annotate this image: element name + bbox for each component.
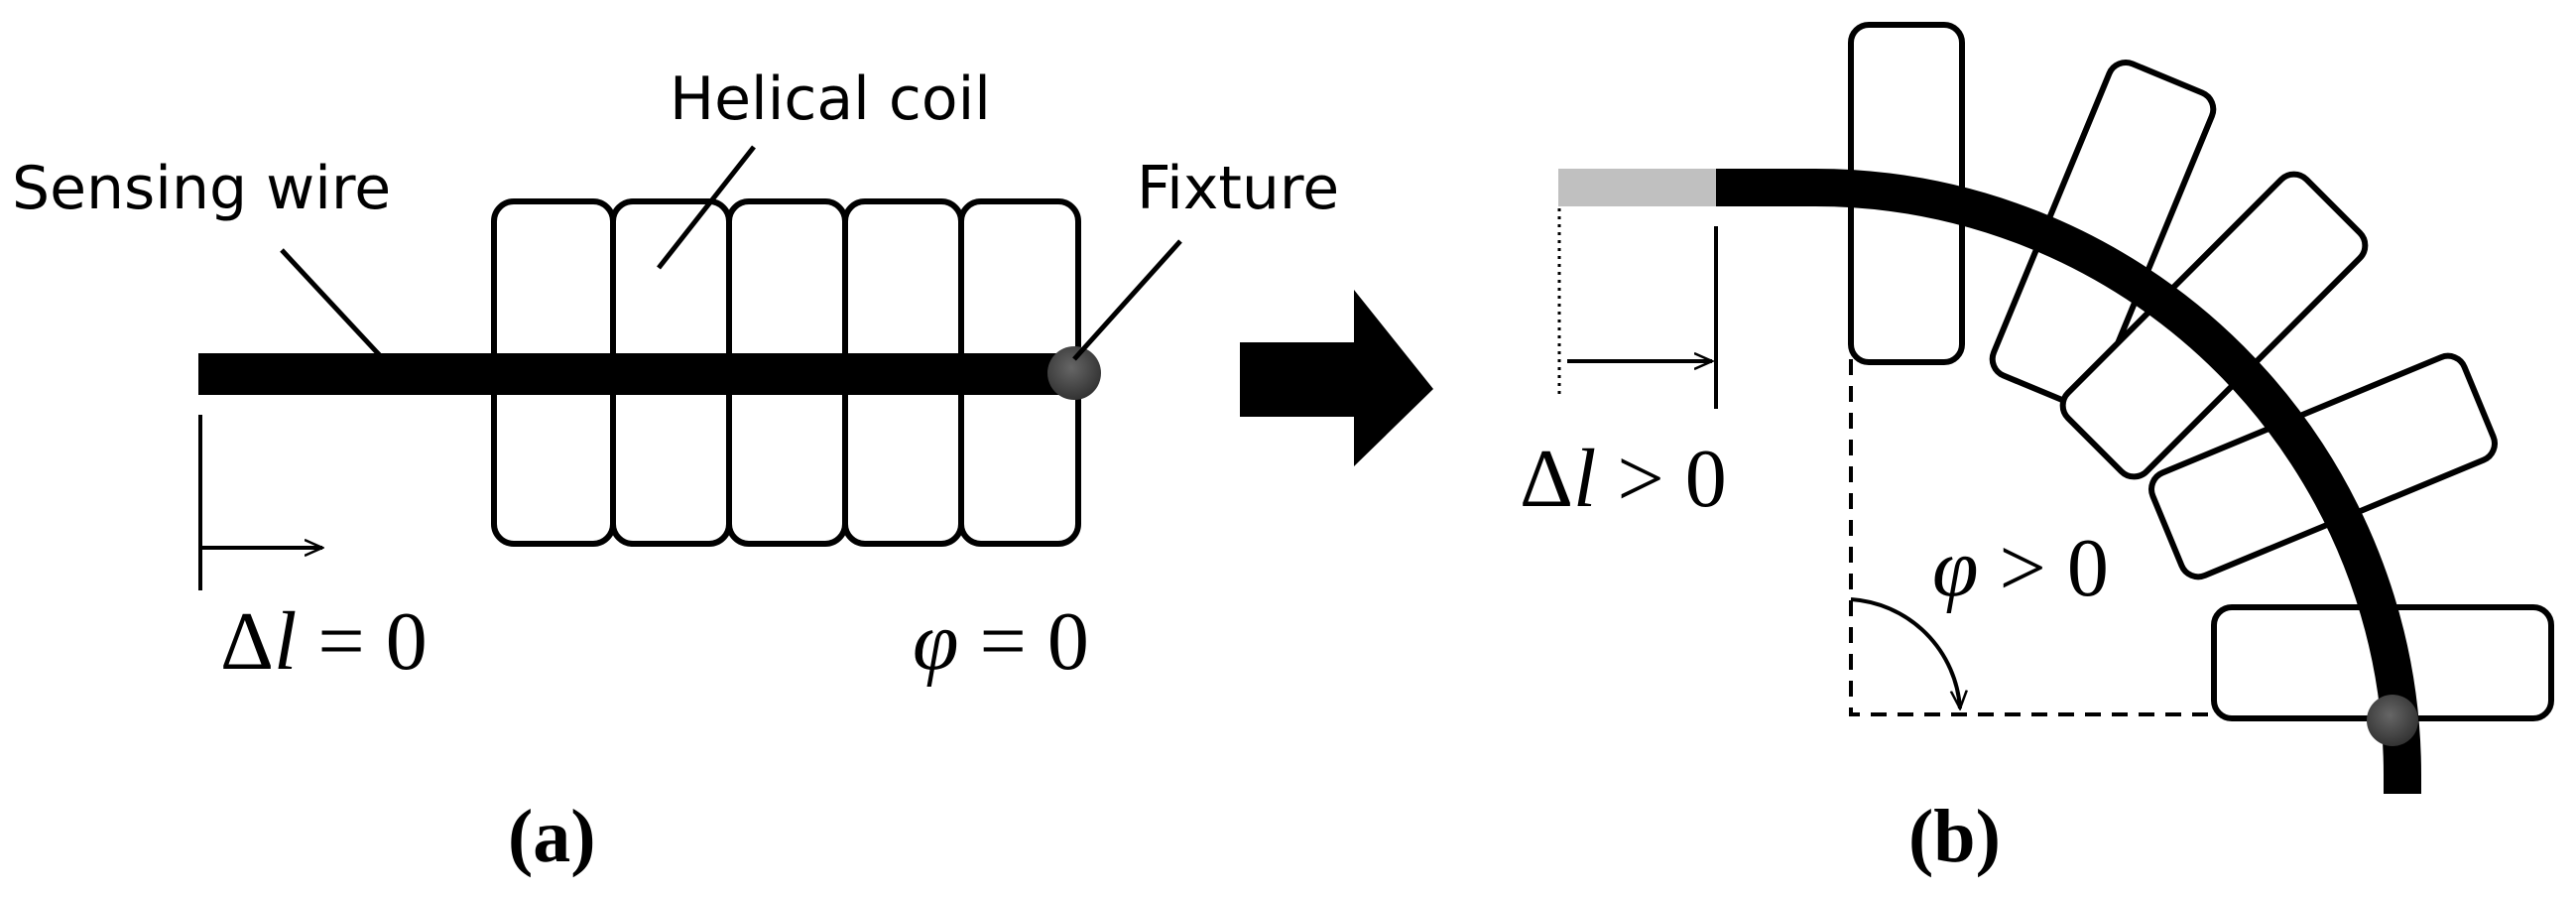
sensing-wire (198, 353, 1076, 395)
fixture-label: Fixture (1137, 154, 1339, 223)
wire-extension (1558, 169, 1717, 206)
panel-a: Helical coil Sensing wire Fixture Δl = 0… (12, 64, 1339, 878)
delta-l-inequality: Δl > 0 (1520, 433, 1727, 525)
transition-arrow-icon (1240, 290, 1433, 466)
phi-inequality: φ > 0 (1932, 522, 2109, 614)
bent-sensing-wire (1716, 169, 2421, 794)
delta-l-equation: Δl = 0 (220, 595, 428, 688)
helical-coil-label: Helical coil (670, 64, 991, 134)
panel-a-label: (a) (508, 795, 596, 878)
coil-segment (1989, 60, 2217, 409)
helical-coil-bent (1848, 22, 2554, 721)
panel-b: Δl > 0 φ > 0 (b) (1520, 22, 2554, 878)
phi-equation: φ = 0 (913, 595, 1089, 688)
sensing-wire-label: Sensing wire (12, 154, 391, 223)
fixture-point (2367, 695, 2418, 746)
leader-sensing-wire (280, 248, 391, 367)
fixture-point (1047, 346, 1101, 400)
panel-b-label: (b) (1908, 795, 2001, 878)
leader-fixture (1072, 239, 1182, 361)
angle-arc (1850, 597, 1960, 708)
angle-reference-lines (1849, 359, 2400, 716)
leader-helical-coil (657, 145, 756, 270)
